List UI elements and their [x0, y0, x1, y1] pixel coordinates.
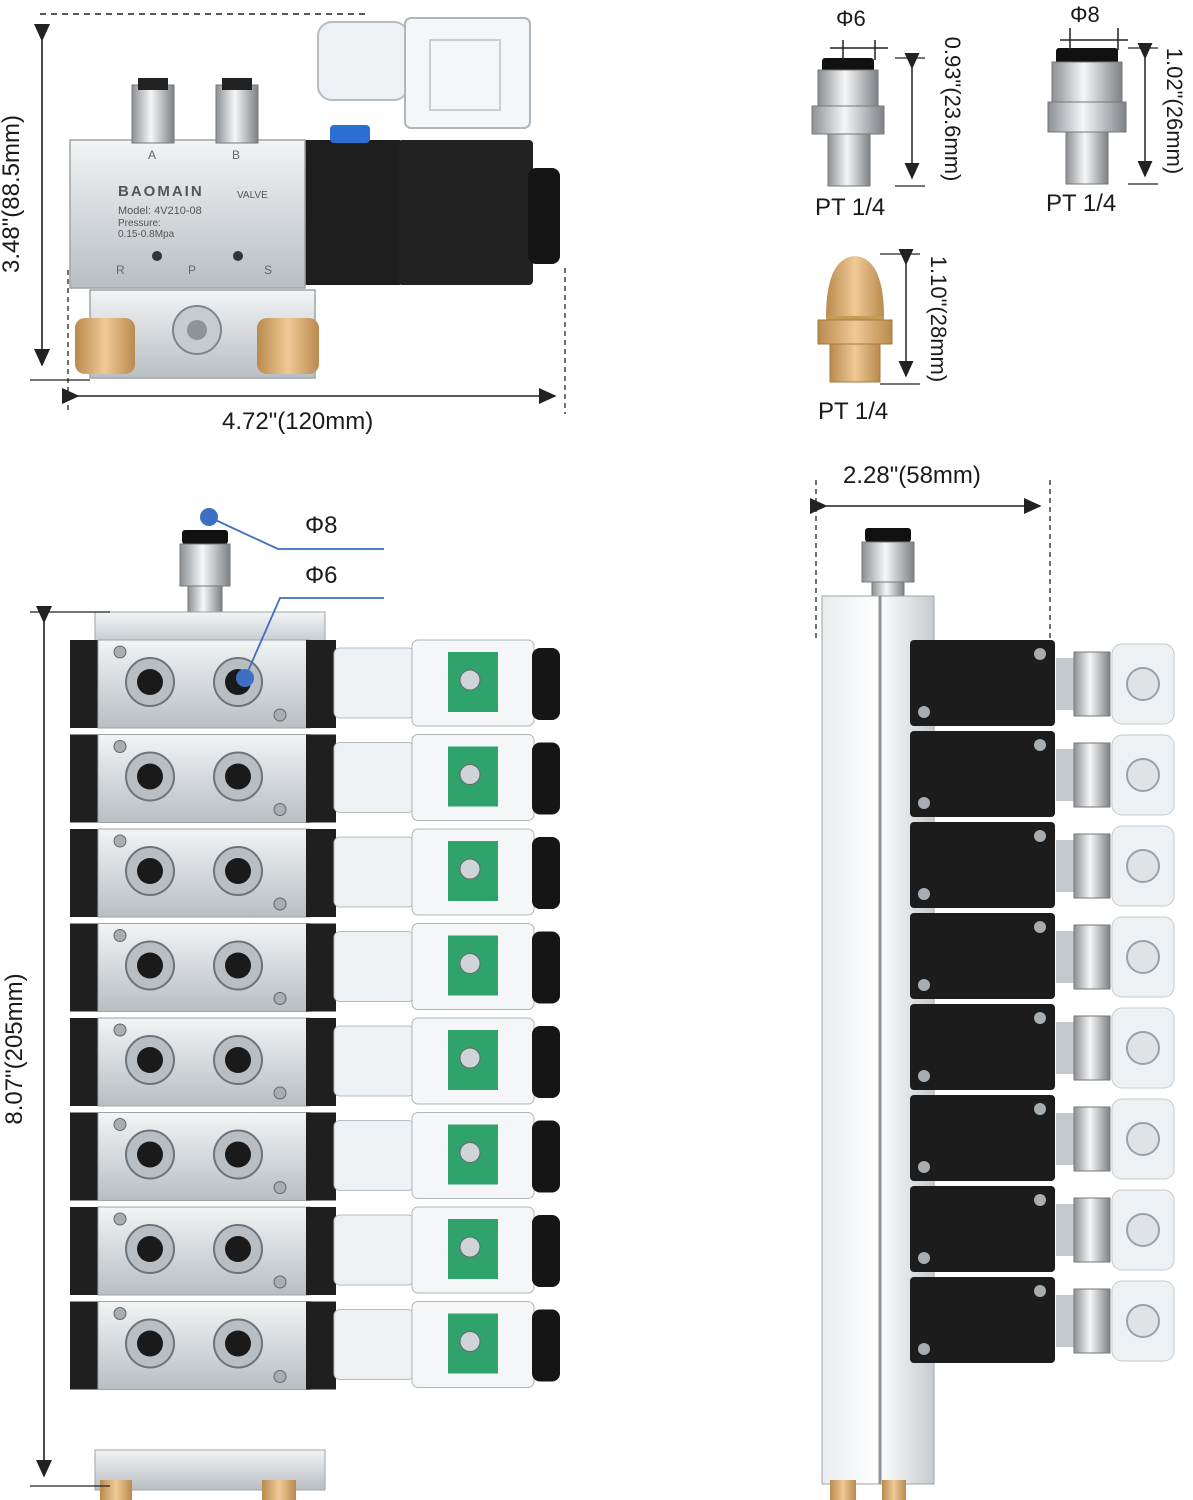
valve-unit: [70, 639, 560, 729]
model-text: Model: 4V210-08: [118, 205, 202, 217]
fitting-8-diameter: Φ8: [1070, 2, 1100, 27]
valve-unit: [70, 1017, 560, 1107]
side-valve-unit: [910, 1095, 1175, 1181]
single-valve-illustration: [30, 13, 566, 414]
manifold-height-dimension: 8.07"(205mm): [1, 973, 28, 1125]
manifold-front-illustration: [30, 508, 560, 1500]
side-valve-unit: [910, 1277, 1175, 1363]
single-valve-height-dimension: 3.48"(88.5mm): [0, 115, 25, 273]
single-valve-width-dimension: 4.72"(120mm): [222, 408, 374, 435]
outlet-diameter-callout: Φ6: [305, 562, 338, 589]
port-p-label: P: [188, 263, 197, 277]
fitting-8-thread: PT 1/4: [1046, 190, 1117, 217]
side-valve-unit: [910, 822, 1175, 908]
side-valve-unit: [910, 731, 1175, 817]
brand-logo-text: BAOMAIN: [118, 183, 204, 200]
valve-unit: [70, 828, 560, 918]
valve-unit: [70, 923, 560, 1012]
port-s-label: S: [264, 263, 273, 277]
manifold-side-illustration: [810, 480, 1175, 1500]
valve-unit: [70, 734, 560, 823]
fitting-8mm-illustration: [1047, 28, 1158, 185]
fitting-6-thread: PT 1/4: [815, 194, 886, 221]
pressure-range: 0.15-0.8Mpa: [118, 229, 175, 240]
muffler-height-dimension: 1.10"(28mm): [926, 255, 951, 383]
fitting-8-height-dimension: 1.02"(26mm): [1162, 47, 1187, 175]
side-valve-unit: [910, 640, 1175, 726]
side-valve-unit: [910, 913, 1175, 999]
valve-unit: [70, 1301, 560, 1390]
valve-unit: [70, 1112, 560, 1201]
inlet-diameter-callout: Φ8: [305, 512, 338, 539]
side-valve-unit: [910, 1186, 1175, 1272]
fitting-6mm-illustration: [811, 40, 925, 187]
port-b-label: B: [232, 148, 241, 162]
side-valve-unit: [910, 1004, 1175, 1090]
port-r-label: R: [116, 263, 125, 277]
fitting-6-height-dimension: 0.93"(23.6mm): [940, 36, 965, 182]
fitting-6-diameter: Φ6: [836, 6, 866, 31]
muffler-thread: PT 1/4: [818, 398, 889, 425]
brand-suffix-text: VALVE: [237, 190, 268, 201]
port-a-label: A: [148, 148, 157, 162]
manifold-width-dimension: 2.28"(58mm): [843, 462, 981, 489]
pressure-label: Pressure:: [118, 218, 161, 229]
valve-unit: [70, 1206, 560, 1296]
muffler-illustration: [817, 249, 920, 385]
